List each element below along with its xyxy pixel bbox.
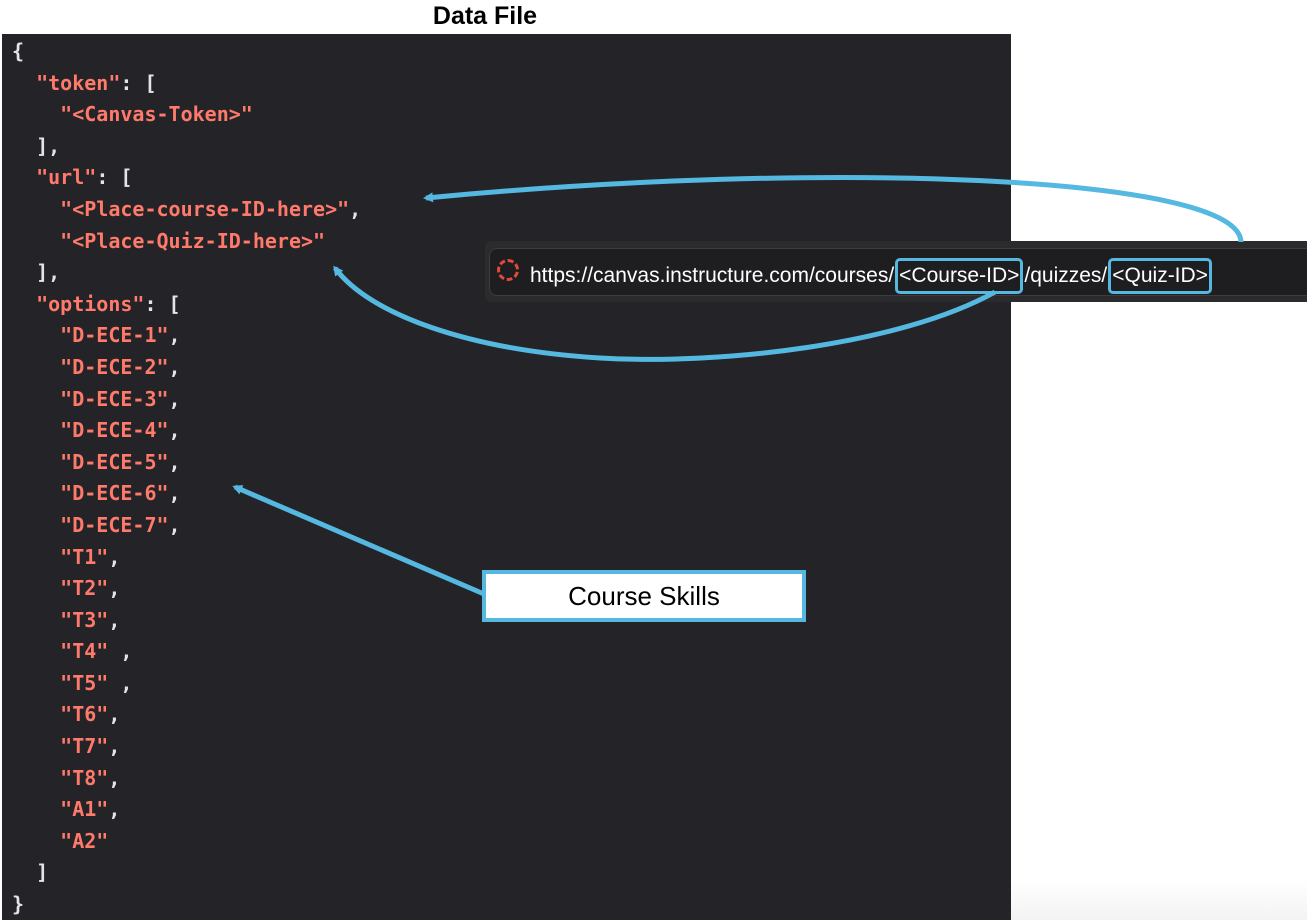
option-item: "A2" xyxy=(60,828,109,853)
code-editor-panel: { "token": [ "<Canvas-Token>" ], "url": … xyxy=(2,34,1011,920)
token-key: "token" xyxy=(36,70,121,95)
url-text[interactable]: https://canvas.instructure.com/courses/<… xyxy=(530,258,1213,294)
open-brace: { xyxy=(12,39,25,63)
diagram-title: Data File xyxy=(432,2,538,30)
option-item: "T7" xyxy=(60,734,109,759)
course-skills-callout: Course Skills xyxy=(482,570,806,622)
url-key: "url" xyxy=(36,165,97,190)
option-item: "A1" xyxy=(60,797,109,822)
url-middle: /quizzes/ xyxy=(1024,264,1108,287)
option-item: "T2" xyxy=(60,576,109,601)
quiz-id-highlight: <Quiz-ID> xyxy=(1108,258,1212,294)
option-item: "T5" xyxy=(60,670,109,695)
option-item: "D-ECE-6" xyxy=(60,481,169,506)
option-item: "D-ECE-5" xyxy=(60,449,169,474)
option-item: "D-ECE-3" xyxy=(60,386,169,411)
option-item: "T8" xyxy=(60,765,109,790)
json-code: { "token": [ "<Canvas-Token>" ], "url": … xyxy=(12,39,362,917)
options-key: "options" xyxy=(36,291,145,316)
option-item: "D-ECE-4" xyxy=(60,418,169,443)
url-course-value: "<Place-course-ID-here>" xyxy=(60,196,350,221)
option-item: "T6" xyxy=(60,702,109,727)
url-quiz-value: "<Place-Quiz-ID-here>" xyxy=(60,228,326,253)
option-item: "T4" xyxy=(60,639,109,664)
close-brace: } xyxy=(12,892,25,917)
token-value: "<Canvas-Token>" xyxy=(60,102,253,127)
option-item: "T1" xyxy=(60,544,109,569)
option-item: "D-ECE-2" xyxy=(60,354,169,379)
course-id-highlight: <Course-ID> xyxy=(895,258,1024,294)
url-prefix: https://canvas.instructure.com/courses/ xyxy=(530,264,895,287)
canvas-logo-icon xyxy=(497,259,519,281)
option-item: "D-ECE-1" xyxy=(60,323,169,348)
option-item: "T3" xyxy=(60,607,109,632)
option-item: "D-ECE-7" xyxy=(60,512,169,537)
page-corner xyxy=(1011,880,1307,920)
